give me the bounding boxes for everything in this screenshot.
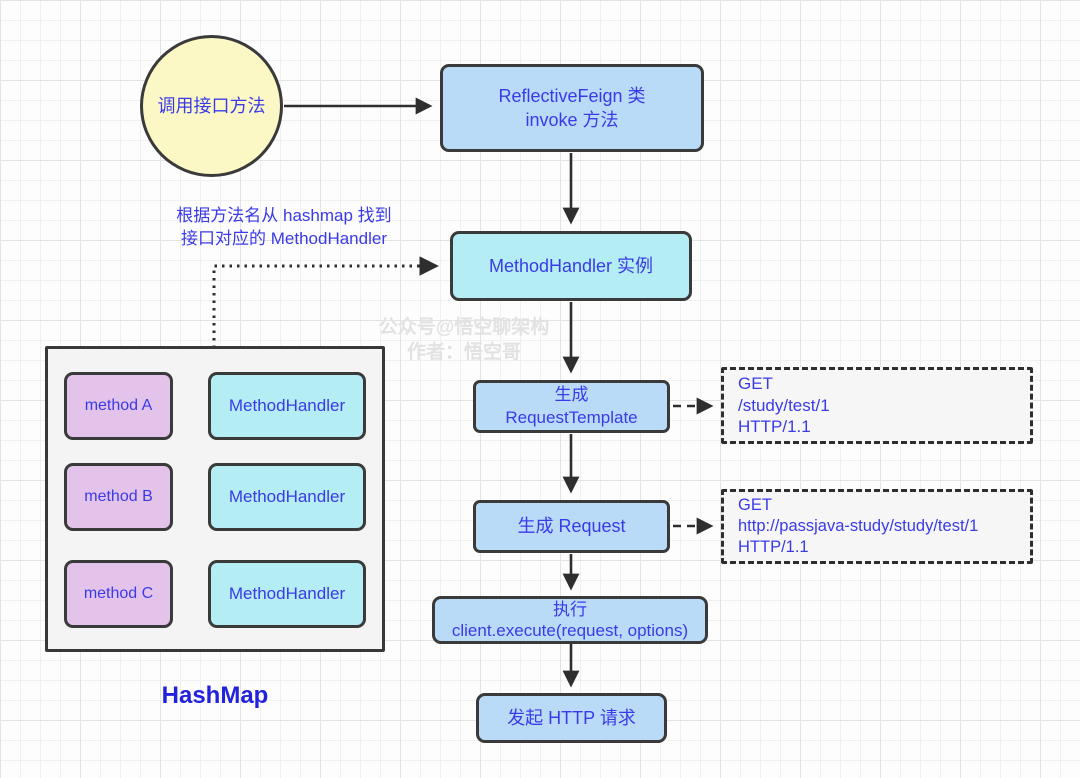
hashmap-key-method-b: method B (64, 463, 173, 531)
detail-line-method: GET (738, 373, 773, 393)
hashmap-key-label: method A (84, 397, 153, 415)
node-execute-line1: 执行 (553, 599, 587, 619)
requesttemplate-detail-box: GET /study/test/1 HTTP/1.1 (721, 367, 1033, 444)
watermark-line2: 作者：悟空哥 (406, 342, 521, 363)
detail-line-method: GET (738, 495, 772, 514)
hashmap-panel: method A MethodHandler method B MethodHa… (45, 346, 385, 652)
hashmap-key-label: method B (84, 488, 153, 506)
hashmap-value-label: MethodHandler (228, 486, 346, 506)
node-generate-request-label: 生成 Request (517, 516, 626, 537)
hashmap-title: HashMap (161, 682, 269, 709)
hashmap-key-method-a: method A (64, 372, 173, 440)
hashmap-value-label: MethodHandler (228, 395, 346, 415)
node-generate-request: 生成 Request (473, 500, 670, 553)
watermark: 公众号@悟空聊架构 作者：悟空哥 (354, 315, 574, 365)
annotation-line1: 根据方法名从 hashmap 找到 (176, 206, 392, 225)
node-send-http-request: 发起 HTTP 请求 (476, 693, 667, 743)
hashmap-value-label: MethodHandler (228, 583, 346, 603)
request-detail-box: GET http://passjava-study/study/test/1 H… (721, 489, 1033, 564)
detail-line-path: /study/test/1 (738, 395, 830, 415)
detail-line-url: http://passjava-study/study/test/1 (738, 516, 979, 535)
hashmap-key-method-c: method C (64, 560, 173, 628)
node-reflectivefeign-invoke: ReflectiveFeign 类 invoke 方法 (440, 64, 704, 152)
node-send-http-label: 发起 HTTP 请求 (507, 707, 636, 728)
detail-line-protocol: HTTP/1.1 (738, 417, 811, 437)
hashmap-value-methodhandler-a: MethodHandler (208, 372, 366, 440)
watermark-line1: 公众号@悟空聊架构 (378, 317, 550, 338)
start-node-call-interface-method: 调用接口方法 (140, 35, 283, 177)
node-reflectivefeign-line1: ReflectiveFeign 类 (498, 85, 646, 106)
node-generate-requesttemplate: 生成 RequestTemplate (473, 380, 670, 433)
node-generate-requesttemplate-line2: RequestTemplate (505, 407, 638, 427)
node-reflectivefeign-line2: invoke 方法 (525, 110, 619, 130)
hashmap-value-methodhandler-c: MethodHandler (208, 560, 366, 628)
annotation-line2: 接口对应的 MethodHandler (181, 229, 387, 248)
node-generate-requesttemplate-line1: 生成 (554, 385, 589, 405)
hashmap-value-methodhandler-b: MethodHandler (208, 463, 366, 531)
node-execute-client: 执行 client.execute(request, options) (432, 596, 708, 644)
node-methodhandler-instance: MethodHandler 实例 (450, 231, 692, 301)
hashmap-key-label: method C (83, 585, 154, 603)
annotation-hashmap-lookup: 根据方法名从 hashmap 找到 接口对应的 MethodHandler (154, 204, 414, 250)
start-node-label: 调用接口方法 (157, 95, 266, 116)
node-methodhandler-instance-label: MethodHandler 实例 (488, 255, 654, 276)
detail-line-protocol: HTTP/1.1 (738, 538, 809, 557)
node-execute-line2: client.execute(request, options) (451, 621, 689, 640)
